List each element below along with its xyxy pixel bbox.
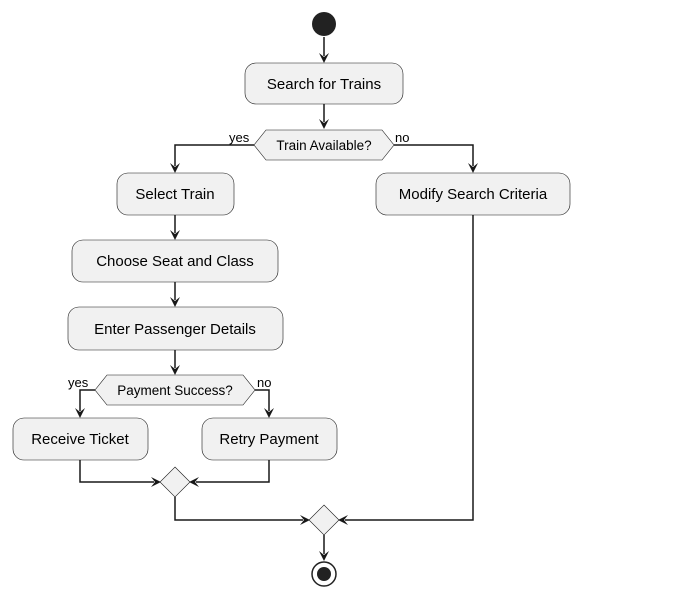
action-select-train: Select Train	[116, 172, 235, 216]
action-label: Search for Trains	[267, 76, 381, 93]
end-node	[311, 561, 337, 587]
decision-question: Train Available?	[276, 138, 371, 153]
action-label: Choose Seat and Class	[96, 253, 254, 270]
decision-train-available: Train Available?	[253, 129, 395, 161]
arrowhead	[319, 551, 329, 561]
edge-modify-to-merge2	[345, 215, 474, 521]
arrowhead	[170, 230, 180, 240]
branch-label-yes: yes	[229, 130, 250, 145]
edge-train-available-yes	[174, 144, 254, 166]
arrowhead	[170, 365, 180, 375]
action-label: Receive Ticket	[31, 431, 129, 448]
edge-merge1-to-merge2	[174, 497, 303, 521]
edge-payment-yes	[79, 389, 95, 411]
merge-node-payment	[159, 466, 191, 498]
action-choose-seat-and-class: Choose Seat and Class	[71, 239, 279, 283]
action-label: Modify Search Criteria	[399, 186, 548, 203]
action-enter-passenger-details: Enter Passenger Details	[67, 306, 284, 351]
start-node	[312, 12, 336, 36]
arrowhead	[151, 477, 161, 487]
action-search-for-trains: Search for Trains	[244, 62, 404, 105]
edges	[75, 37, 478, 561]
arrowhead	[300, 515, 310, 525]
arrowhead	[75, 408, 85, 418]
edge-receive-to-merge	[79, 460, 154, 483]
action-label: Select Train	[135, 186, 214, 203]
decision-question: Payment Success?	[117, 383, 233, 398]
arrowhead	[264, 408, 274, 418]
edge-retry-to-merge	[196, 460, 270, 483]
action-retry-payment: Retry Payment	[201, 417, 338, 461]
arrowhead	[468, 163, 478, 173]
action-receive-ticket: Receive Ticket	[12, 417, 149, 461]
action-label: Retry Payment	[219, 431, 319, 448]
arrowhead	[170, 297, 180, 307]
arrowhead	[189, 477, 199, 487]
arrowhead	[338, 515, 348, 525]
arrowhead	[319, 53, 329, 63]
edge-train-available-no	[394, 144, 474, 166]
decision-payment-success: Payment Success?	[94, 374, 256, 406]
merge-node-final	[308, 504, 340, 536]
action-modify-search-criteria: Modify Search Criteria	[375, 172, 571, 216]
action-label: Enter Passenger Details	[94, 321, 256, 338]
branch-label-no: no	[257, 375, 271, 390]
arrowhead	[319, 119, 329, 129]
branch-label-no: no	[395, 130, 409, 145]
edge-payment-no	[255, 389, 270, 411]
arrowhead	[170, 163, 180, 173]
branch-label-yes: yes	[68, 375, 89, 390]
